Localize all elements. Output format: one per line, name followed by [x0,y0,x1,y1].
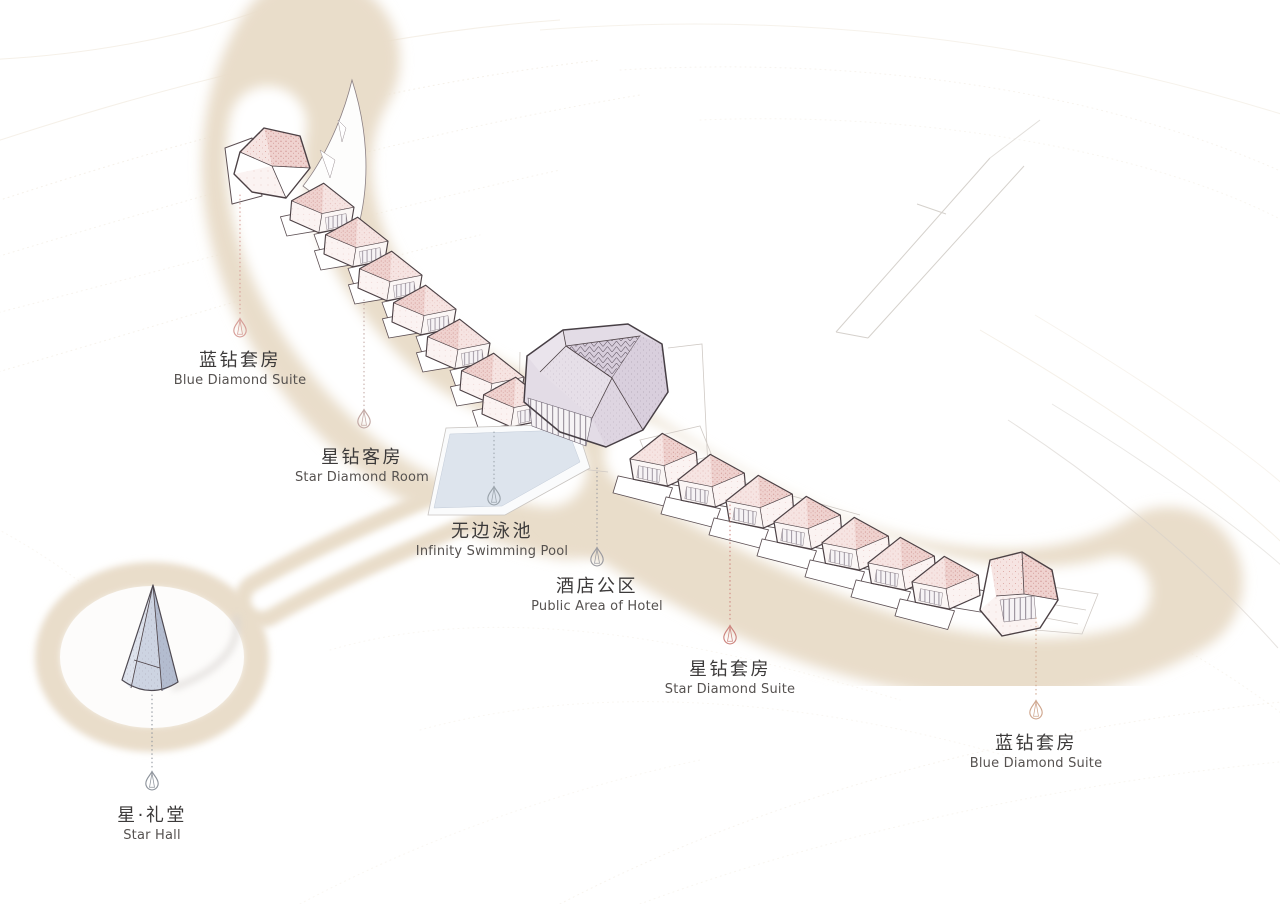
label-en: Star Diamond Suite [664,682,796,697]
callout-star-diamond-suite [723,504,737,645]
label-blue-diamond-suite-west: 蓝钻套房 Blue Diamond Suite [174,346,307,388]
callout-public-area-of-hotel [590,467,604,567]
callout-star-diamond-room [357,299,371,429]
label-zh: 酒店公区 [555,576,638,597]
label-callouts [145,194,1043,791]
callout-infinity-swimming-pool [487,431,501,506]
blue-diamond-suite-west-building [224,127,311,205]
star-hall-building [121,584,241,692]
label-zh: 无边泳池 [450,521,533,542]
blue-diamond-suite-east-building [979,551,1059,637]
curtain-wall-glazing [527,397,593,447]
callout-blue-diamond-suite-east [1029,617,1043,720]
label-en: Public Area of Hotel [531,599,663,614]
infinity-pool [427,423,591,516]
label-en: Star Diamond Room [294,470,430,485]
label-en: Blue Diamond Suite [969,756,1103,771]
west-room-row [224,78,563,447]
label-zh: 星·礼堂 [117,805,187,826]
location-pin-icon [145,770,159,791]
hotel-building [523,323,669,448]
callout-star-hall [145,694,159,791]
label-en: Infinity Swimming Pool [415,544,569,559]
label-zh: 蓝钻套房 [995,733,1077,754]
label-blue-diamond-suite-east: 蓝钻套房 Blue Diamond Suite [970,729,1103,771]
label-zh: 蓝钻套房 [199,350,281,371]
label-zh: 星钻套房 [688,659,771,680]
label-infinity-swimming-pool: 无边泳池 Infinity Swimming Pool [416,517,568,559]
east-room-row [612,432,1059,637]
label-public-area-of-hotel: 酒店公区 Public Area of Hotel [531,572,663,614]
access-road [835,119,1280,649]
label-en: Star Hall [123,828,181,843]
pool-water [433,429,581,509]
label-star-hall: 星·礼堂 Star Hall [117,801,187,843]
label-zh: 星钻客房 [320,447,403,468]
label-star-diamond-suite: 星钻套房 Star Diamond Suite [665,655,795,697]
label-en: Blue Diamond Suite [173,373,307,388]
location-pin-icon [1029,699,1043,720]
label-star-diamond-room: 星钻客房 Star Diamond Room [295,443,429,485]
